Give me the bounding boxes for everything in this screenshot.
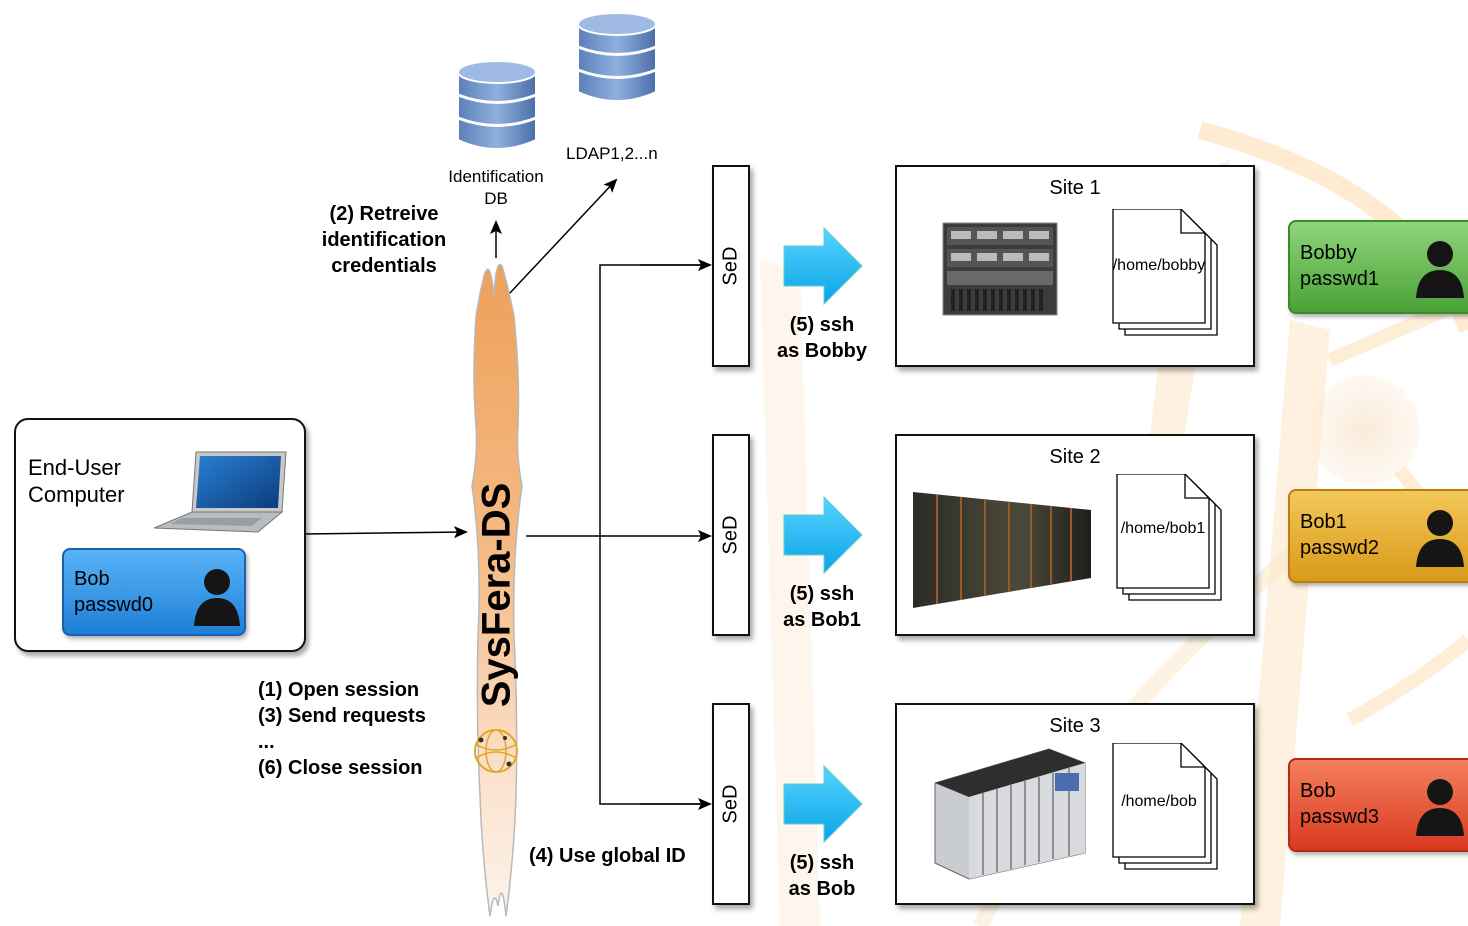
site-1-home-path: /home/bobby [1112,257,1206,274]
site-2-username: Bob1 [1300,511,1347,533]
site-2-credential-card: Bob1 passwd2 [1288,489,1468,583]
step-send-requests: (3) Send requests [258,705,426,727]
identification-db-label: Identification DB [448,167,544,208]
site-2-home-path: /home/bob1 [1120,520,1206,537]
rack-server-icon [942,222,1058,316]
sed-box-3: SeD [712,703,750,905]
site-1-title: Site 1 [1049,177,1101,199]
identification-db-icon [457,60,537,150]
sysfera-ds-pillar [471,263,523,917]
sed-box-2: SeD [712,434,750,636]
client-steps-list: (1) Open session (3) Send requests ... (… [258,677,426,781]
sed-label-2: SeD [719,515,742,555]
user-avatar-icon [1416,779,1464,836]
sed-label-1: SeD [719,246,742,286]
user-avatar-icon [1416,241,1464,298]
end-user-username: Bob [74,568,110,590]
home-directory-files-icon [1112,209,1218,336]
site-3-home-path: /home/bob [1121,793,1197,810]
ssh-label-site-1: (5) ssh as Bobby [776,314,868,362]
ldap-label: LDAP1,2...n [566,144,658,163]
site-3-box: Site 3 /home/bob [895,703,1255,905]
site-2-password: passwd2 [1300,537,1379,559]
user-avatar-icon [194,569,240,626]
ssh-label-site-3: (5) ssh as Bob [788,852,856,900]
home-directory-files-icon [1116,474,1222,601]
sysfera-ds-label: SysFera-DS [474,482,519,708]
supercomputer-icon [934,748,1086,880]
cluster-racks-icon [913,492,1091,608]
site-3-title: Site 3 [1049,715,1101,737]
site-3-credential-card: Bob passwd3 [1288,758,1468,852]
ssh-arrow-icon-1 [783,226,863,306]
laptop-icon [153,451,287,533]
site-3-password: passwd3 [1300,806,1379,828]
end-user-password: passwd0 [74,594,153,616]
user-avatar-icon [1416,510,1464,567]
home-directory-files-icon [1112,743,1218,870]
globe-logo-icon [474,729,518,773]
ldap-db-icon [577,12,657,102]
step-open-session: (1) Open session [258,679,420,701]
step-global-id-label: (4) Use global ID [529,845,686,867]
ssh-arrow-icon-2 [783,495,863,575]
site-1-username: Bobby [1300,242,1357,264]
site-2-title: Site 2 [1049,446,1101,468]
ssh-arrow-icon-3 [783,764,863,844]
end-user-title: End-User Computer [28,455,125,507]
ssh-label-site-2: (5) ssh as Bob1 [783,583,861,631]
step-retrieve-label: (2) Retreive identification credentials [321,203,447,277]
site-2-box: Site 2 /home/bob1 [895,434,1255,636]
site-1-box: Site 1 /home/bobby [895,165,1255,367]
sed-box-1: SeD [712,165,750,367]
site-1-credential-card: Bobby passwd1 [1288,220,1468,314]
site-1-password: passwd1 [1300,268,1379,290]
end-user-computer-box: End-User Computer Bob passwd0 [14,418,306,652]
step-ellipsis: ... [258,731,275,753]
end-user-credential-card: Bob passwd0 [62,548,246,636]
site-3-username: Bob [1300,780,1336,802]
sed-label-3: SeD [719,784,742,824]
step-close-session: (6) Close session [258,757,423,779]
